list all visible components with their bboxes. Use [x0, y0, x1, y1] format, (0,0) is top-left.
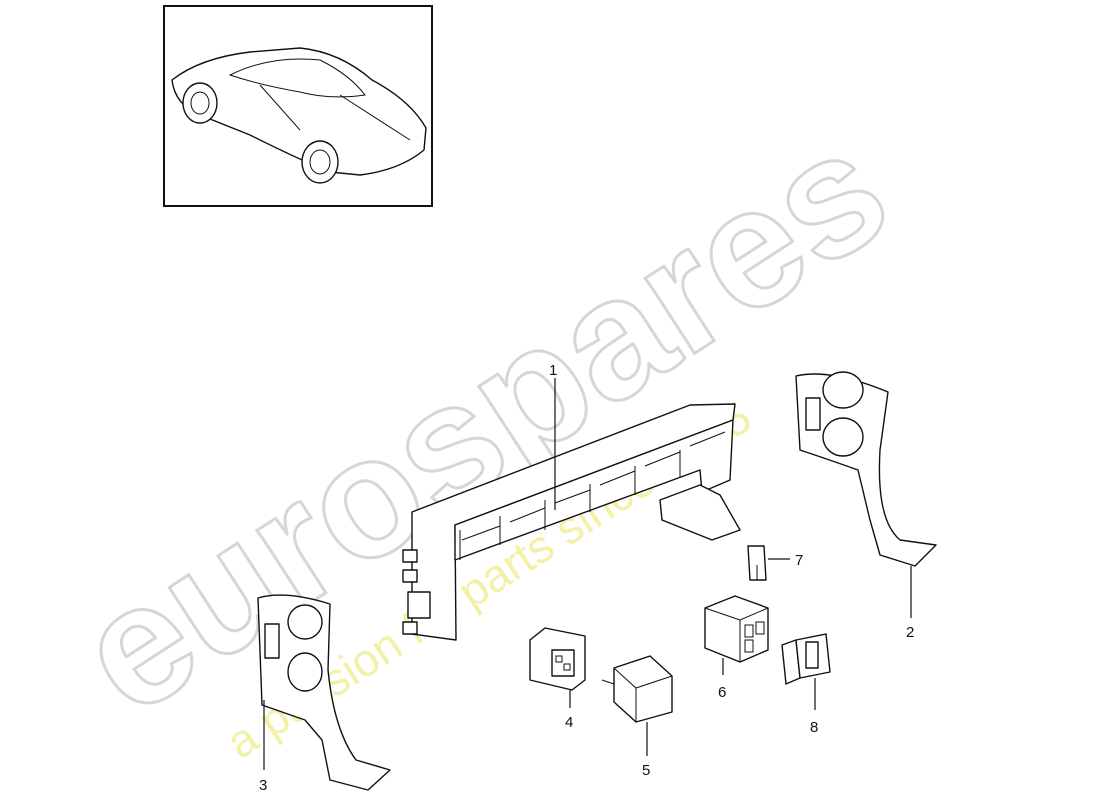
part-4-relay-socket[interactable]: 4: [529, 627, 586, 731]
relay-icon: [601, 655, 673, 723]
part-number-6: 6: [718, 684, 726, 701]
connector-housing-icon: [704, 595, 769, 663]
fuse-icon: [747, 545, 767, 581]
part-number-4: 4: [565, 714, 573, 731]
vehicle-thumbnail[interactable]: [163, 5, 433, 207]
part-8-plug[interactable]: 8: [781, 633, 831, 736]
right-side-holder-icon: [795, 371, 937, 567]
part-number-7: 7: [795, 552, 803, 569]
car-coupe-icon: [171, 47, 427, 184]
part-number-2: 2: [906, 624, 914, 641]
part-number-8: 8: [810, 719, 818, 736]
part-3-left-holder[interactable]: 3: [257, 594, 391, 794]
part-number-5: 5: [642, 762, 650, 779]
part-7-fuse[interactable]: 7: [747, 545, 803, 581]
part-number-1: 1: [549, 362, 557, 379]
relay-carrier-bracket-icon: [402, 403, 741, 641]
left-side-holder-icon: [257, 594, 391, 791]
part-5-relay[interactable]: 5: [601, 655, 673, 779]
part-6-connector-housing[interactable]: 6: [704, 595, 769, 701]
part-1-relay-carrier[interactable]: 1: [402, 362, 741, 641]
plug-icon: [781, 633, 831, 685]
relay-socket-icon: [529, 627, 586, 691]
part-number-3: 3: [259, 777, 267, 794]
part-2-right-holder[interactable]: 2: [795, 371, 937, 641]
